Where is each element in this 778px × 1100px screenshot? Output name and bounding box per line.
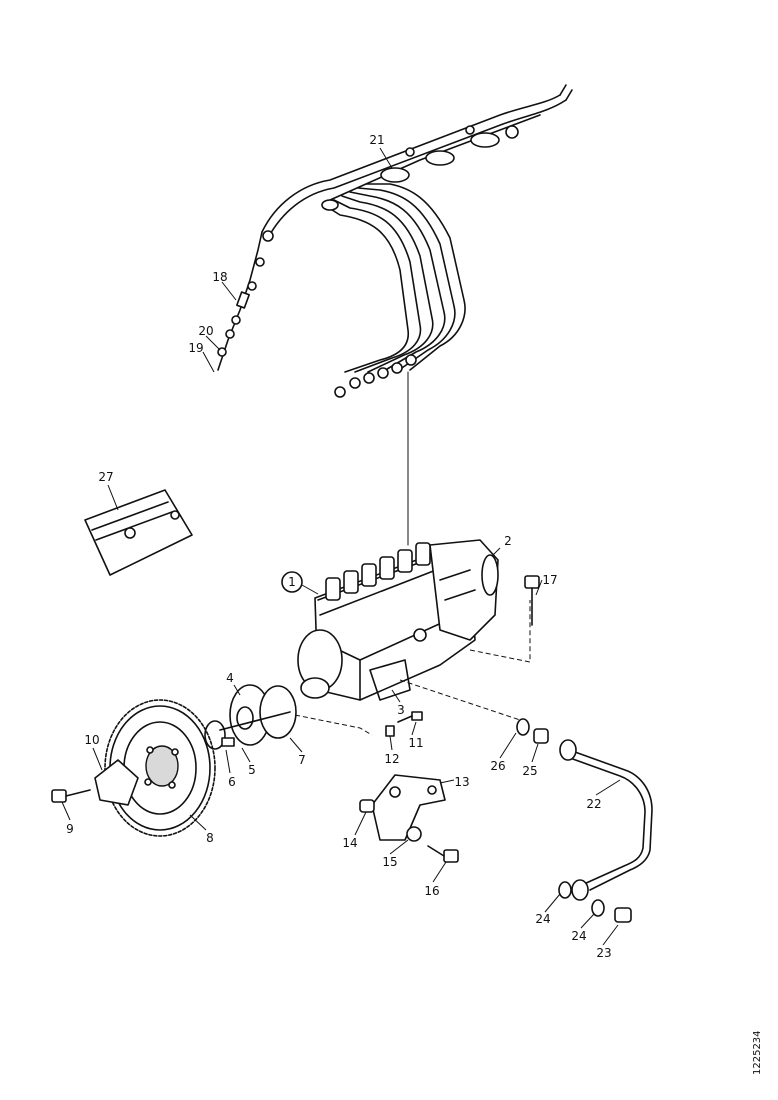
callout-20: 20 bbox=[198, 324, 213, 338]
callout-3: 3 bbox=[397, 703, 405, 717]
callout-11: 11 bbox=[408, 736, 423, 750]
callout-4: 4 bbox=[226, 671, 234, 685]
callout-numbers: 1 2 3 4 5 6 7 8 9 10 11 12 13 14 15 16 1… bbox=[66, 133, 611, 960]
callout-12: 12 bbox=[384, 752, 399, 766]
callout-17: 17 bbox=[542, 573, 557, 587]
callout-2: 2 bbox=[504, 534, 512, 548]
fittings bbox=[516, 718, 632, 923]
callout-26: 26 bbox=[490, 759, 505, 773]
callout-19: 19 bbox=[188, 341, 203, 355]
callout-8: 8 bbox=[206, 831, 214, 845]
callout-18: 18 bbox=[212, 270, 227, 284]
drive-hub bbox=[204, 684, 297, 750]
plate bbox=[84, 489, 193, 576]
gear-bolt bbox=[51, 789, 91, 803]
lock-plate bbox=[94, 759, 139, 806]
callout-16: 16 bbox=[424, 884, 439, 898]
callout-1: 1 bbox=[288, 575, 296, 589]
callout-24: 24 bbox=[535, 912, 550, 926]
drive-gear bbox=[104, 699, 216, 837]
callout-circle bbox=[281, 571, 303, 593]
callout-14: 14 bbox=[342, 836, 357, 850]
leader-lines bbox=[61, 147, 621, 946]
callout-5: 5 bbox=[248, 763, 256, 777]
bolt bbox=[524, 575, 540, 626]
callout-13: 13 bbox=[454, 775, 469, 789]
callout-23: 23 bbox=[596, 946, 611, 960]
callout-6: 6 bbox=[228, 775, 236, 789]
drawing-reference: 1225234 bbox=[752, 1030, 763, 1075]
callout-9: 9 bbox=[66, 822, 74, 836]
injection-pump bbox=[297, 539, 499, 701]
callout-27: 27 bbox=[98, 470, 113, 484]
callout-25: 25 bbox=[522, 764, 537, 778]
callout-22: 22 bbox=[586, 797, 601, 811]
fuel-pipe bbox=[559, 739, 653, 901]
callout-10: 10 bbox=[84, 733, 99, 747]
injection-lines bbox=[217, 84, 573, 398]
callout-21: 21 bbox=[369, 133, 384, 147]
bracket bbox=[359, 774, 459, 863]
pump-delivery-valves bbox=[325, 542, 431, 601]
callout-15: 15 bbox=[382, 855, 397, 869]
callout-24b: 24 bbox=[571, 929, 586, 943]
callout-7: 7 bbox=[298, 753, 306, 767]
